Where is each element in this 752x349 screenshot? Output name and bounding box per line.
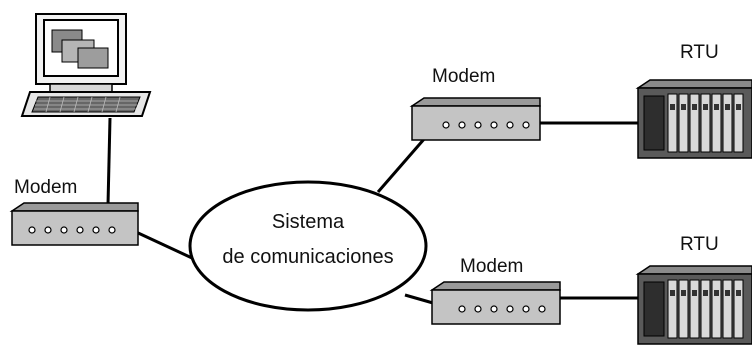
modem-bottom-label: Modem bbox=[460, 256, 523, 277]
communications-network: Sistema de comunicaciones bbox=[188, 180, 428, 312]
rtu-bottom-label: RTU bbox=[680, 234, 719, 255]
modem-icon bbox=[429, 281, 561, 325]
link-network-modem-top bbox=[376, 137, 427, 193]
network-label-line1: Sistema bbox=[272, 211, 345, 233]
link-modem-network bbox=[135, 230, 193, 260]
computer-icon bbox=[20, 13, 152, 117]
modem-icon bbox=[9, 202, 139, 246]
network-label-line2: de comunicaciones bbox=[222, 246, 393, 268]
modem-top-label: Modem bbox=[432, 66, 495, 87]
rtu-top-label: RTU bbox=[680, 42, 719, 63]
connections bbox=[106, 117, 640, 307]
modem-icon bbox=[409, 97, 541, 141]
link-computer-modem bbox=[106, 117, 112, 206]
rtu-icon bbox=[635, 265, 752, 345]
modem-left-label: Modem bbox=[14, 177, 77, 198]
rtu-icon bbox=[635, 79, 752, 159]
